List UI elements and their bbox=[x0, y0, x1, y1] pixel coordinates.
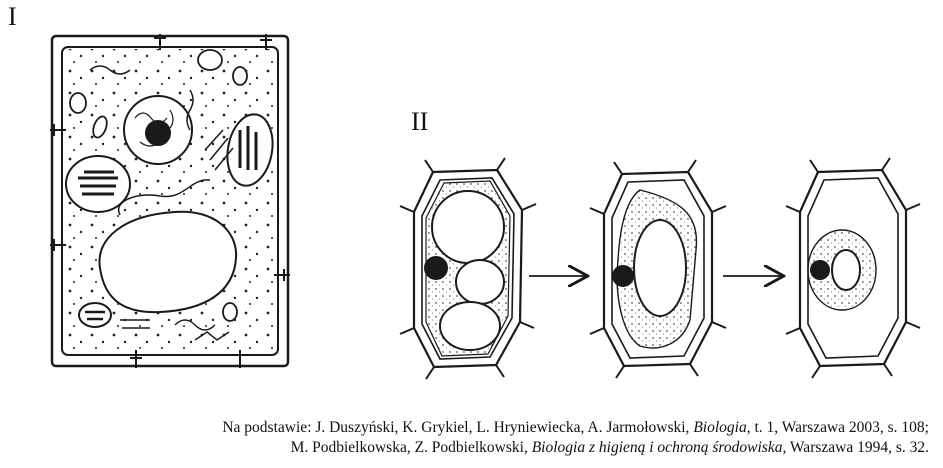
nucleus-stage-3 bbox=[810, 260, 830, 280]
endoplasmic-reticulum bbox=[89, 65, 234, 341]
cell-stage-3 bbox=[785, 157, 921, 379]
nucleus-stage-1 bbox=[424, 256, 448, 280]
source-caption-line-1: Na podstawie: J. Duszyński, K. Grykiel, … bbox=[29, 418, 929, 438]
cell-wall-inner bbox=[61, 46, 279, 356]
caption-line-2-authors: M. Podbielkowska, Z. Podbielkowski, bbox=[290, 439, 532, 456]
panel-label-one: I bbox=[8, 2, 17, 31]
nucleus-stage-2 bbox=[612, 265, 634, 287]
cell-stage-1 bbox=[399, 157, 537, 380]
source-caption-line-2: M. Podbielkowska, Z. Podbielkowski, Biol… bbox=[29, 438, 929, 458]
caption-line-2-title: Biologia z higieną i ochroną środowiska, bbox=[531, 439, 787, 456]
central-vacuole bbox=[98, 210, 238, 314]
plasmodesmata bbox=[50, 34, 290, 368]
nucleolus bbox=[145, 120, 171, 146]
mitochondria bbox=[69, 49, 248, 322]
caption-line-1-authors: Na podstawie: J. Duszyński, K. Grykiel, … bbox=[222, 419, 694, 436]
figure-canvas bbox=[50, 34, 921, 380]
caption-line-1-details: , t. 1, Warszawa 2003, s. 108; bbox=[746, 419, 929, 436]
chloroplasts bbox=[65, 113, 274, 328]
panel-label-two: II bbox=[411, 107, 429, 136]
caption-line-2-details: Warszawa 1994, s. 32. bbox=[786, 439, 929, 456]
plant-cell-diagram bbox=[50, 34, 290, 368]
cell-stage-2 bbox=[589, 159, 727, 379]
caption-line-1-title: Biologia bbox=[693, 419, 747, 436]
cell-wall-outer bbox=[50, 34, 290, 368]
plasmolysis-sequence bbox=[399, 157, 921, 380]
